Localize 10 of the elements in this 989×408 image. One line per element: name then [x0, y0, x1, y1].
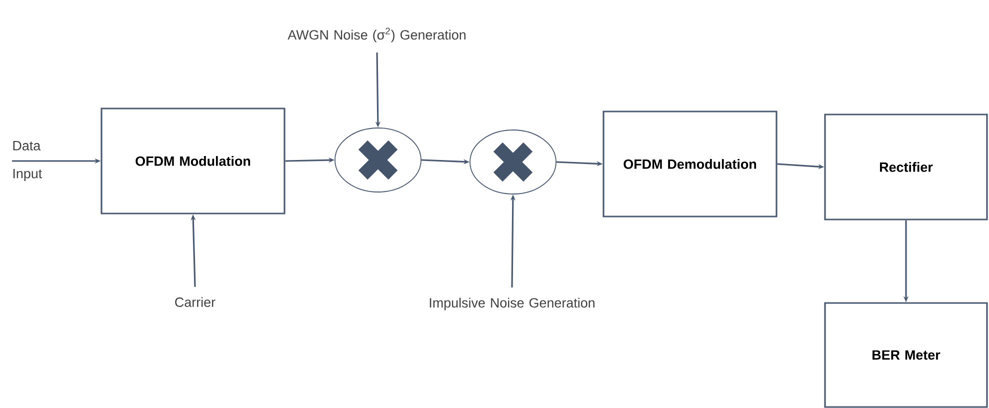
multiplier-symbol: [334, 128, 422, 192]
process-box: BER Meter: [824, 302, 988, 408]
signal-label: Impulsive Noise Generation: [430, 298, 594, 310]
process-box: Rectifier: [824, 114, 988, 220]
process-box: OFDM Modulation: [100, 108, 286, 214]
signal-label: AWGN Noise (σ$^{2}$) Generation: [288, 28, 466, 42]
process-box: OFDM Demodulation: [602, 110, 778, 218]
input-label: Data Input: [13, 141, 42, 181]
multiplier-symbol: [470, 130, 556, 194]
signal-label: Carrier: [175, 297, 216, 307]
